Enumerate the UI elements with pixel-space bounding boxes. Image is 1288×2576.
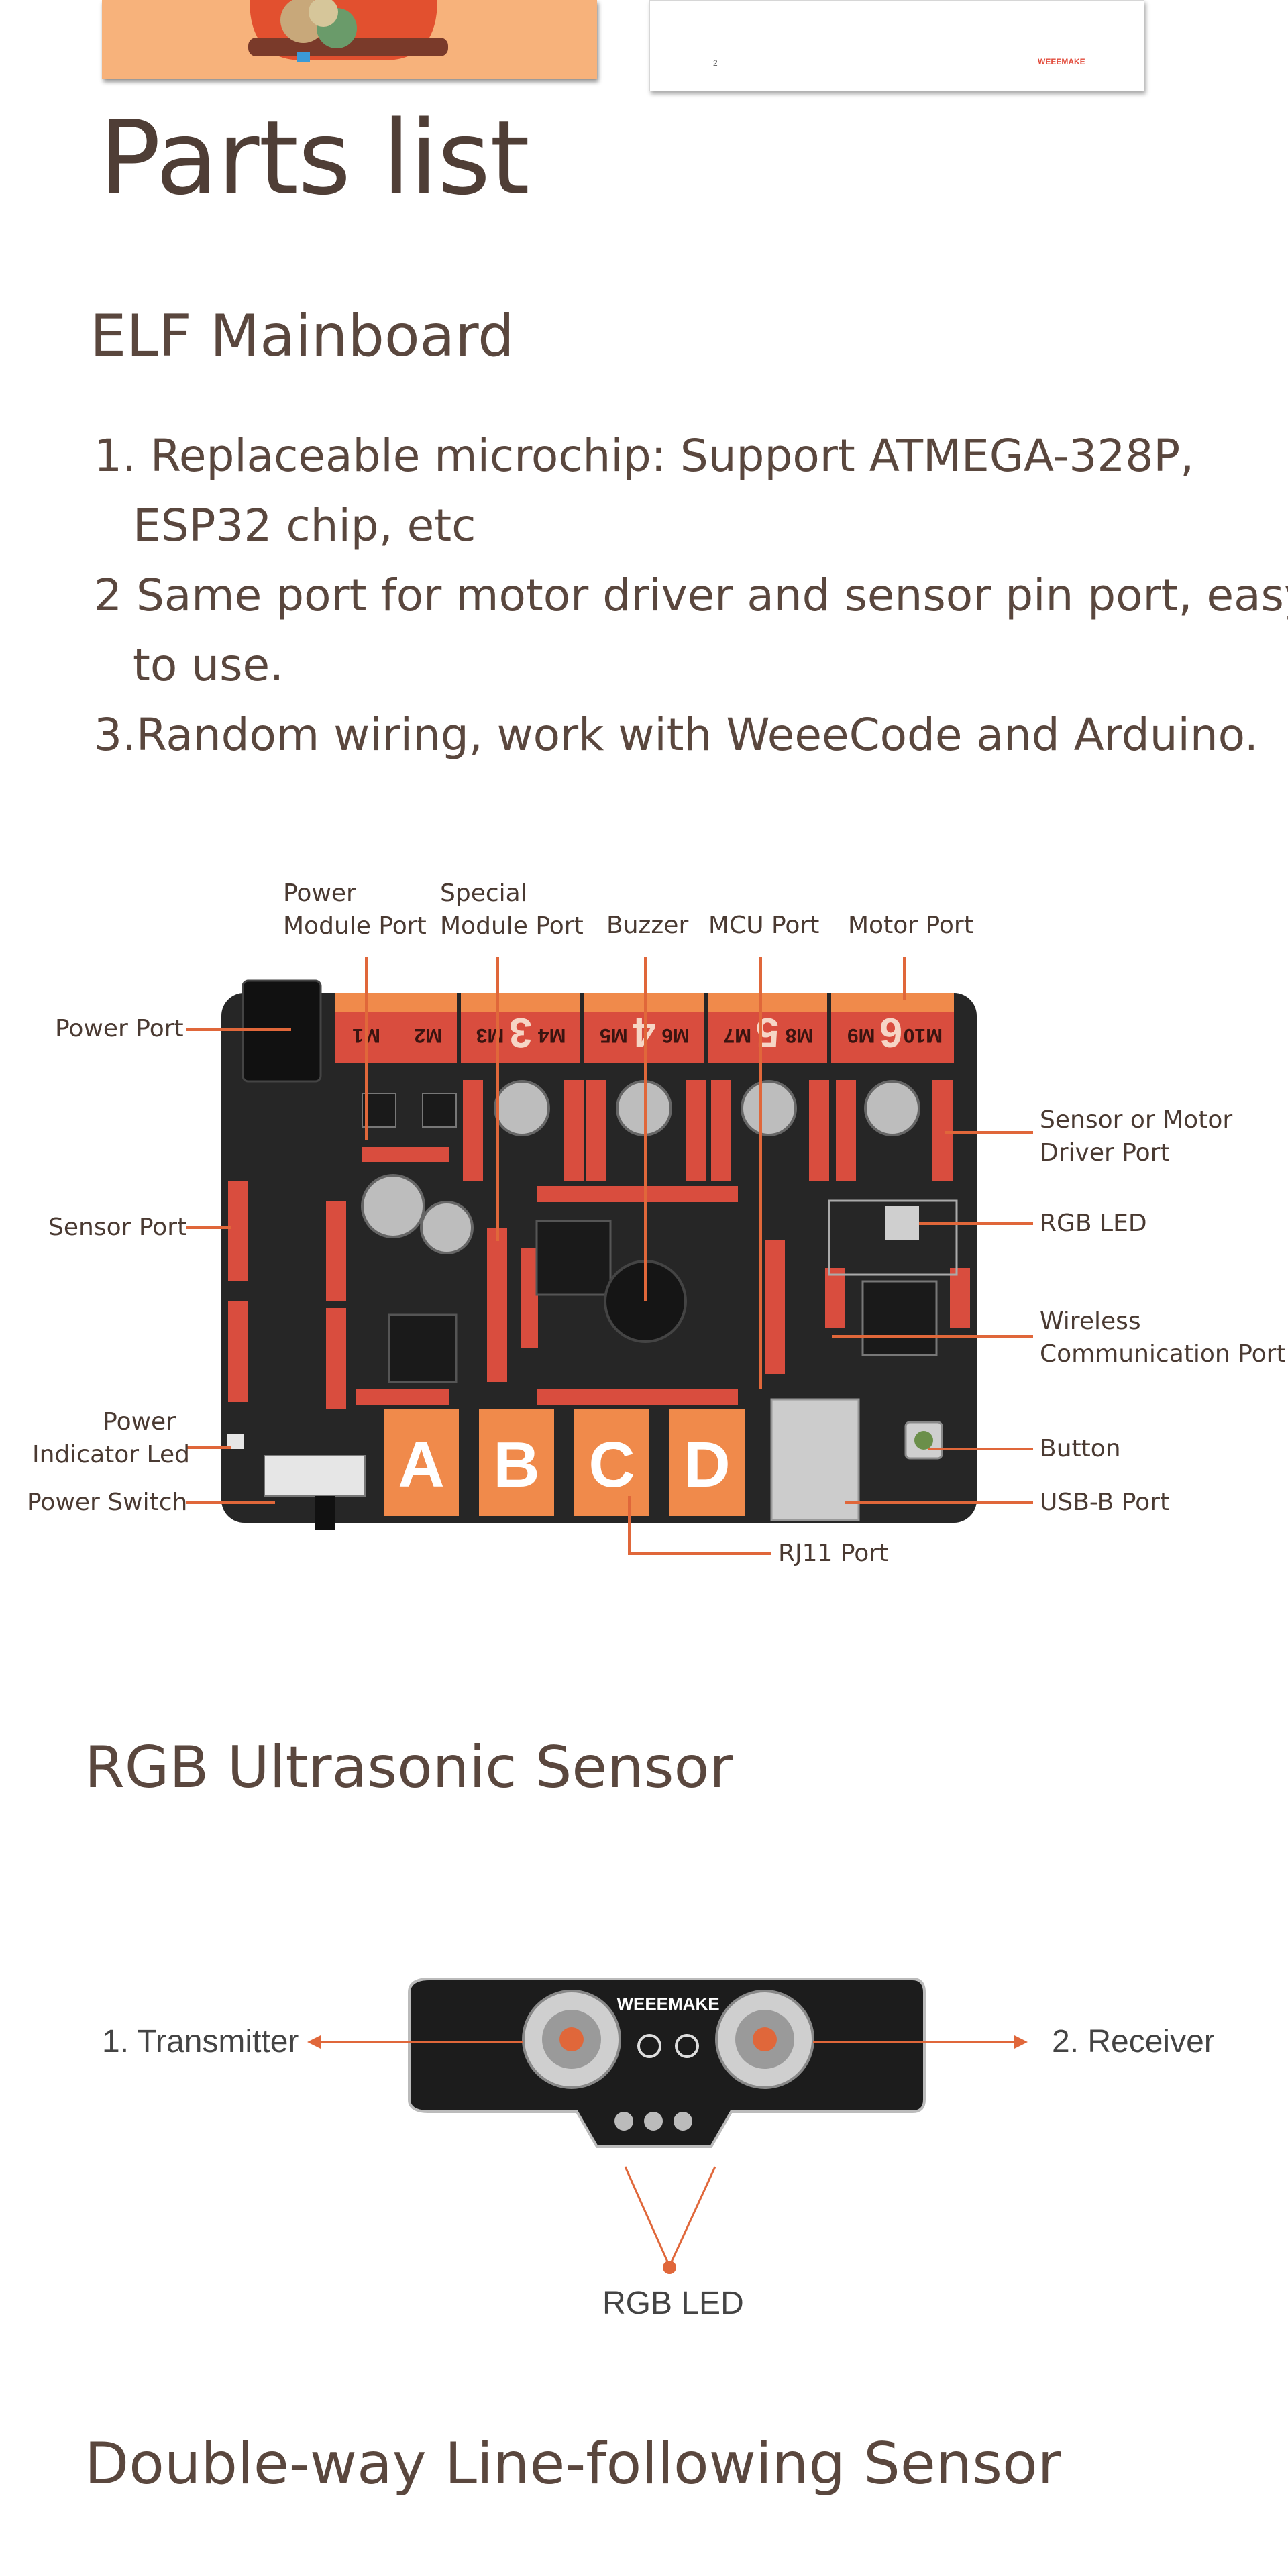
product-image-top-right: 2 WEEEMAKE — [649, 0, 1144, 91]
ultrasonic-diagram: WEEEMAKE 1. Transmitter 2. Receiver RGB … — [0, 1945, 1288, 2361]
elf-point-1b: ESP32 chip, etc — [133, 500, 476, 551]
elf-heading: ELF Mainboard — [90, 303, 515, 370]
callout-wireless: Wireless Communication Port — [1040, 1307, 1286, 1368]
transmitter-label: 1. Transmitter — [102, 2024, 299, 2059]
motor-header-label: M9 — [847, 1024, 875, 1046]
rgb-led-chip — [885, 1206, 919, 1240]
callout-power-port: Power Port — [55, 1015, 184, 1042]
callout-motor-port: Motor Port — [848, 912, 973, 939]
receiver-label: 2. Receiver — [1052, 2024, 1215, 2059]
line-follow-heading: Double-way Line-following Sensor — [85, 2430, 1062, 2498]
brand-logo-mini: WEEEMAKE — [1038, 57, 1085, 66]
elf-point-2b: to use. — [133, 639, 284, 691]
callout-sensor-or-motor: Sensor or Motor Driver Port — [1040, 1106, 1233, 1167]
page-number: 2 — [713, 58, 718, 68]
motor-header-label: M2 — [414, 1024, 442, 1046]
ultrasonic-callout-lines — [315, 2041, 1020, 2267]
motor-header-label: M10 — [904, 1024, 943, 1046]
transducer-right — [715, 1990, 814, 2089]
motor-header-label: M4 — [538, 1024, 566, 1046]
motor-header-label: M7 — [723, 1024, 751, 1046]
rj11-port-label: B — [493, 1429, 539, 1501]
capacitors — [361, 1080, 920, 1254]
power-switch-body — [264, 1455, 366, 1497]
motor-number-label: 4 — [632, 1009, 655, 1055]
callout-rj11: RJ11 Port — [778, 1540, 889, 1567]
callout-sensor-port: Sensor Port — [48, 1214, 187, 1241]
callout-usb-b: USB-B Port — [1040, 1489, 1170, 1516]
ultrasonic-svg: WEEEMAKE — [307, 1978, 1028, 2274]
callout-special-module-port: Special Module Port — [440, 879, 584, 940]
elf-point-2a: 2 Same port for motor driver and sensor … — [94, 570, 1288, 621]
rj11-port-label: D — [684, 1429, 730, 1501]
rj11-port-label: A — [398, 1429, 444, 1501]
motor-number-label: 6 — [879, 1009, 902, 1055]
callout-lines — [186, 957, 1033, 1555]
chips — [362, 1093, 958, 1383]
motor-number-label: 5 — [756, 1009, 779, 1055]
cartoon-illustration — [102, 0, 597, 79]
callout-buzzer: Buzzer — [606, 912, 689, 939]
ultrasonic-brand: WEEEMAKE — [616, 1994, 719, 2014]
callout-power-module-port: Power Module Port — [283, 879, 427, 940]
callout-mcu-port: MCU Port — [708, 912, 820, 939]
callout-power-switch: Power Switch — [27, 1489, 188, 1516]
rj11-port-label: C — [588, 1429, 635, 1501]
motor-header-label: M8 — [786, 1024, 814, 1046]
motor-header-label: M3 — [476, 1024, 504, 1046]
product-image-top-left — [102, 0, 597, 79]
usb-b-connector — [770, 1398, 860, 1521]
motor-header-label: M5 — [600, 1024, 628, 1046]
callout-power-indicator: Power Indicator Led — [32, 1408, 190, 1468]
pin-headers — [228, 1080, 970, 1409]
elf-point-3: 3.Random wiring, work with WeeeCode and … — [94, 709, 1258, 761]
callout-rgb-led: RGB LED — [1040, 1210, 1147, 1237]
callout-button: Button — [1040, 1435, 1121, 1462]
motor-number-label: 3 — [509, 1009, 532, 1055]
motor-header-label: M6 — [661, 1024, 690, 1046]
page-title: Parts list — [99, 99, 530, 217]
ultrasonic-heading: RGB Ultrasonic Sensor — [85, 1734, 733, 1801]
elf-point-1a: 1. Replaceable microchip: Support ATMEGA… — [94, 430, 1195, 482]
rj11-ports — [384, 1409, 745, 1516]
rgb-led-label: RGB LED — [602, 2286, 744, 2321]
transducer-left — [522, 1990, 621, 2089]
